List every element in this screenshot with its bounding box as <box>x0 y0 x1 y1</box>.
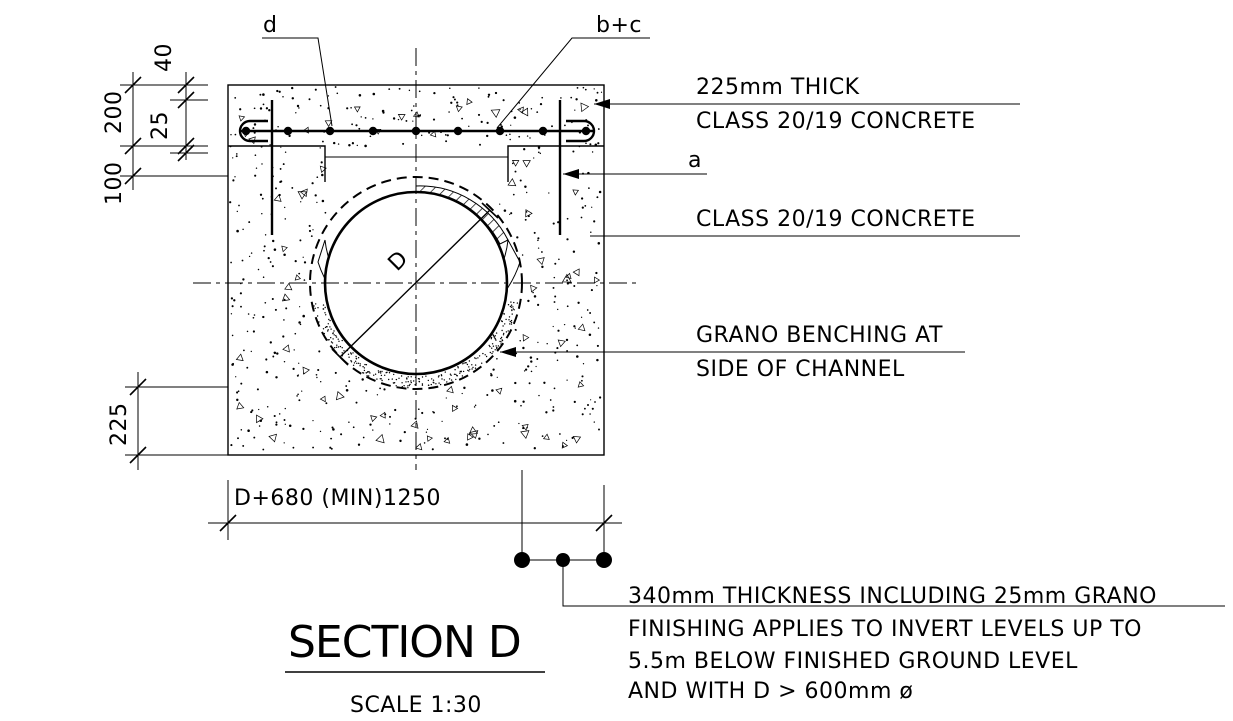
label-bc: b+c <box>596 13 642 38</box>
grano-stipple <box>313 301 519 389</box>
concrete-top-line1: 225mm THICK <box>696 75 860 100</box>
dimension-40: 40 <box>152 43 177 72</box>
grano-line2: SIDE OF CHANNEL <box>696 357 905 382</box>
width-label: D+680 (MIN)1250 <box>234 486 441 511</box>
dimension-100: 100 <box>102 162 127 206</box>
dimension-200: 200 <box>102 91 127 135</box>
scale-label: SCALE 1:30 <box>350 693 482 718</box>
invert-dimension <box>125 372 228 470</box>
width-dimension <box>208 470 622 560</box>
longitudinal-bars <box>241 126 591 136</box>
vertical-dimension-chain <box>120 72 228 190</box>
left-bar-hook <box>238 119 268 143</box>
label-d: d <box>263 13 277 38</box>
concrete-top-line2: CLASS 20/19 CONCRETE <box>696 109 976 134</box>
grano-line1: GRANO BENCHING AT <box>696 323 943 348</box>
leader-bc <box>496 37 650 129</box>
channel-outline <box>228 145 604 182</box>
label-a: a <box>688 148 702 173</box>
note-line2: FINISHING APPLIES TO INVERT LEVELS UP TO <box>628 617 1142 642</box>
dimension-25: 25 <box>148 111 173 140</box>
dimension-225: 225 <box>107 403 132 447</box>
section-title: SECTION D <box>288 617 521 668</box>
note-line4: AND WITH D > 600mm ø <box>628 679 913 704</box>
leader-d <box>262 37 333 127</box>
note-line3: 5.5m BELOW FINISHED GROUND LEVEL <box>628 649 1078 674</box>
note-line1: 340mm THICKNESS INCLUDING 25mm GRANO <box>628 584 1157 609</box>
concrete-aggregate-texture <box>229 86 603 451</box>
concrete-body-label: CLASS 20/19 CONCRETE <box>696 207 976 232</box>
right-bar-hook <box>566 119 596 143</box>
note-marker <box>514 552 1225 607</box>
diameter-dimension-line <box>339 209 491 358</box>
